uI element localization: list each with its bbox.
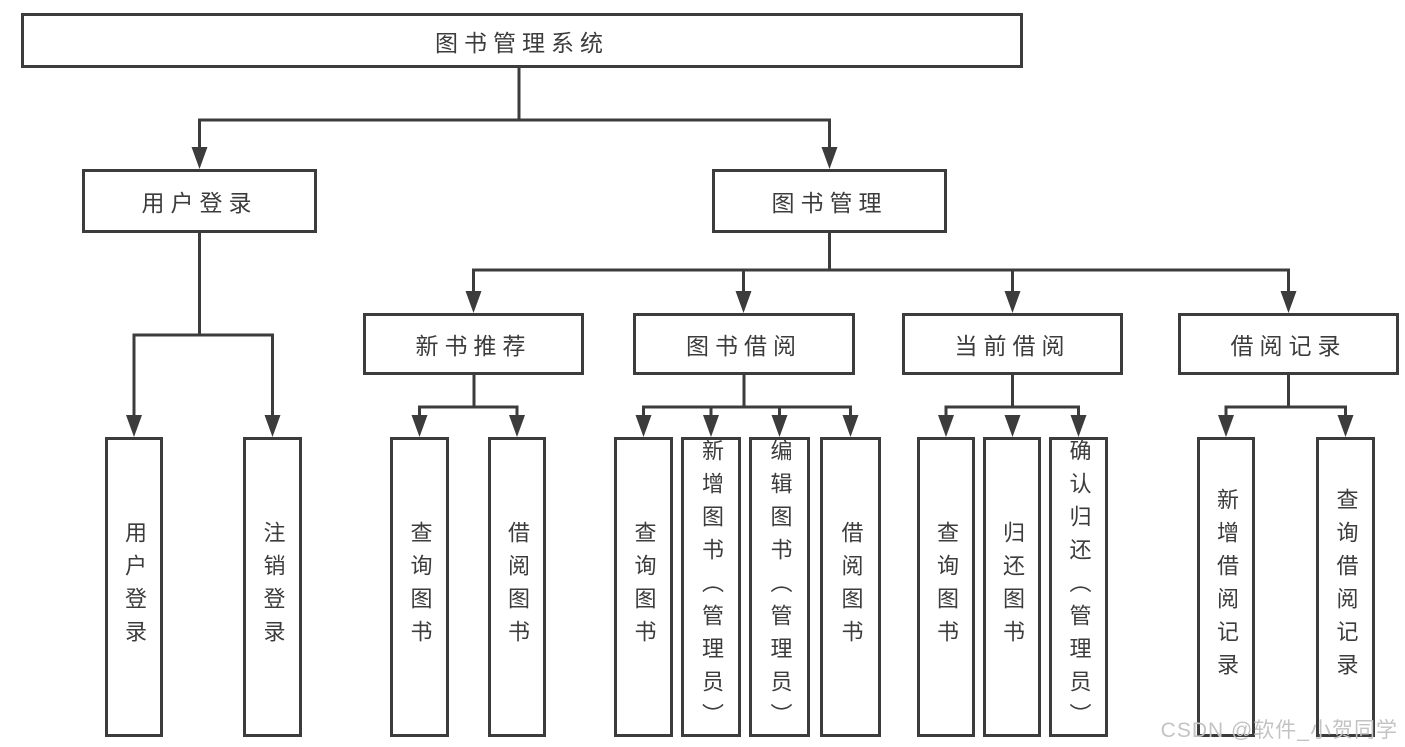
leaf-logout: 注销登录 [243, 437, 302, 737]
node-root: 图书管理系统 [21, 13, 1023, 68]
leaf-query-books-recommend: 查询图书 [390, 437, 449, 737]
leaf-edit-books-admin-label: 编辑图书（管理员） [767, 438, 793, 736]
node-user-login: 用户登录 [82, 169, 317, 233]
node-book-borrowing-label: 图书借阅 [686, 333, 802, 359]
node-book-borrowing: 图书借阅 [633, 313, 855, 375]
node-book-management-label: 图书管理 [771, 190, 888, 216]
node-current-borrowing-label: 当前借阅 [954, 333, 1071, 359]
node-borrowing-records: 借阅记录 [1178, 313, 1399, 375]
node-new-book-recommend: 新书推荐 [363, 313, 584, 375]
leaf-query-books-current-label: 查询图书 [934, 521, 959, 653]
leaf-borrow-books-recommend-label: 借阅图书 [505, 521, 530, 653]
leaf-return-books-label: 归还图书 [1000, 521, 1025, 653]
leaf-return-books: 归还图书 [983, 437, 1041, 737]
leaf-query-books-borrowing: 查询图书 [614, 437, 673, 737]
leaf-query-borrow-record-label: 查询借阅记录 [1333, 488, 1359, 686]
watermark-text: CSDN @软件_小贺同学 [1160, 719, 1398, 742]
node-current-borrowing: 当前借阅 [902, 313, 1123, 375]
leaf-user-login: 用户登录 [105, 437, 163, 737]
node-borrowing-records-label: 借阅记录 [1230, 333, 1347, 359]
leaf-borrow-books-borrowing: 借阅图书 [820, 437, 881, 737]
leaf-edit-books-admin: 编辑图书（管理员） [749, 437, 810, 737]
leaf-query-borrow-record: 查询借阅记录 [1316, 437, 1375, 737]
leaf-user-login-label: 用户登录 [122, 521, 147, 653]
leaf-add-borrow-record: 新增借阅记录 [1197, 437, 1255, 737]
leaf-borrow-books-recommend: 借阅图书 [488, 437, 546, 737]
leaf-confirm-return-admin-label: 确认归还（管理员） [1066, 438, 1092, 736]
leaf-borrow-books-borrowing-label: 借阅图书 [838, 521, 864, 653]
leaf-add-borrow-record-label: 新增借阅记录 [1214, 488, 1239, 686]
node-new-book-recommend-label: 新书推荐 [415, 333, 532, 359]
leaf-query-books-recommend-label: 查询图书 [407, 521, 433, 653]
leaf-add-books-admin: 新增图书（管理员） [681, 437, 741, 737]
leaf-confirm-return-admin: 确认归还（管理员） [1049, 437, 1108, 737]
arrowheads [126, 147, 1354, 437]
node-book-management: 图书管理 [712, 169, 947, 233]
leaf-query-books-current: 查询图书 [917, 437, 975, 737]
node-user-login-label: 用户登录 [141, 190, 258, 216]
node-root-label: 图书管理系统 [435, 29, 609, 56]
leaf-logout-label: 注销登录 [260, 521, 286, 653]
leaf-add-books-admin-label: 新增图书（管理员） [699, 438, 724, 736]
leaf-query-books-borrowing-label: 查询图书 [631, 521, 657, 653]
